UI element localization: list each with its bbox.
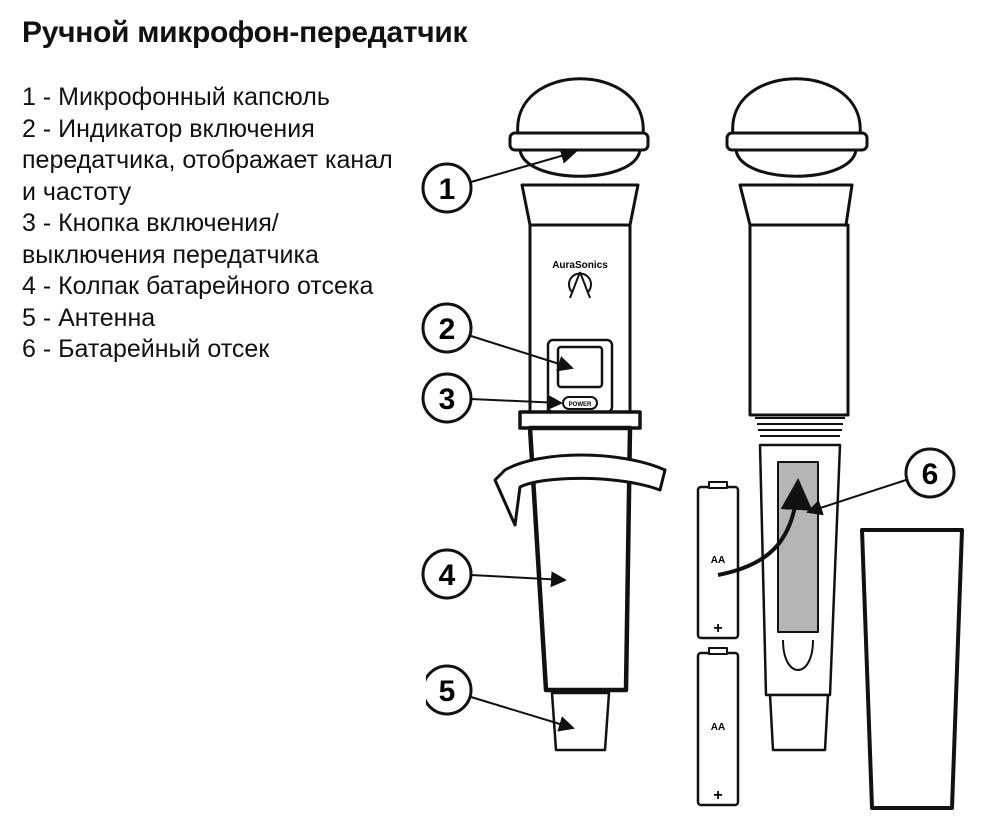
microphone-open [725,77,869,752]
callout-1: 1 [439,173,456,206]
legend-item: 6 - Батарейный отсек [22,335,270,363]
power-button-label: POWER [569,402,592,408]
battery-plus: + [713,787,722,804]
legend-item: 2 - Индикатор включения передатчика, ото… [22,114,400,206]
callout-2: 2 [439,313,456,346]
battery-label: AA [711,555,725,566]
legend-item: 4 - Колпак батарейного отсека [22,272,374,300]
callout-5: 5 [439,675,456,708]
legend-item: 5 - Антенна [22,303,156,332]
callout-6: 6 [922,458,939,491]
battery-cover [860,528,964,810]
parts-legend: 1 - Микрофонный капсюль 2 - Индикатор вк… [22,82,402,366]
microphone-front [493,77,667,752]
callout-4: 4 [439,559,456,592]
brand-logo: AuraSonics [552,260,608,271]
battery-label: AA [711,722,725,733]
legend-item: 3 - Кнопка включения/ выключения передат… [22,209,319,269]
page-title: Ручной микрофон-передатчик [22,16,468,49]
legend-item: 1 - Микрофонный капсюль [22,83,330,111]
callout-3: 3 [439,383,456,416]
battery-plus: + [713,620,722,637]
